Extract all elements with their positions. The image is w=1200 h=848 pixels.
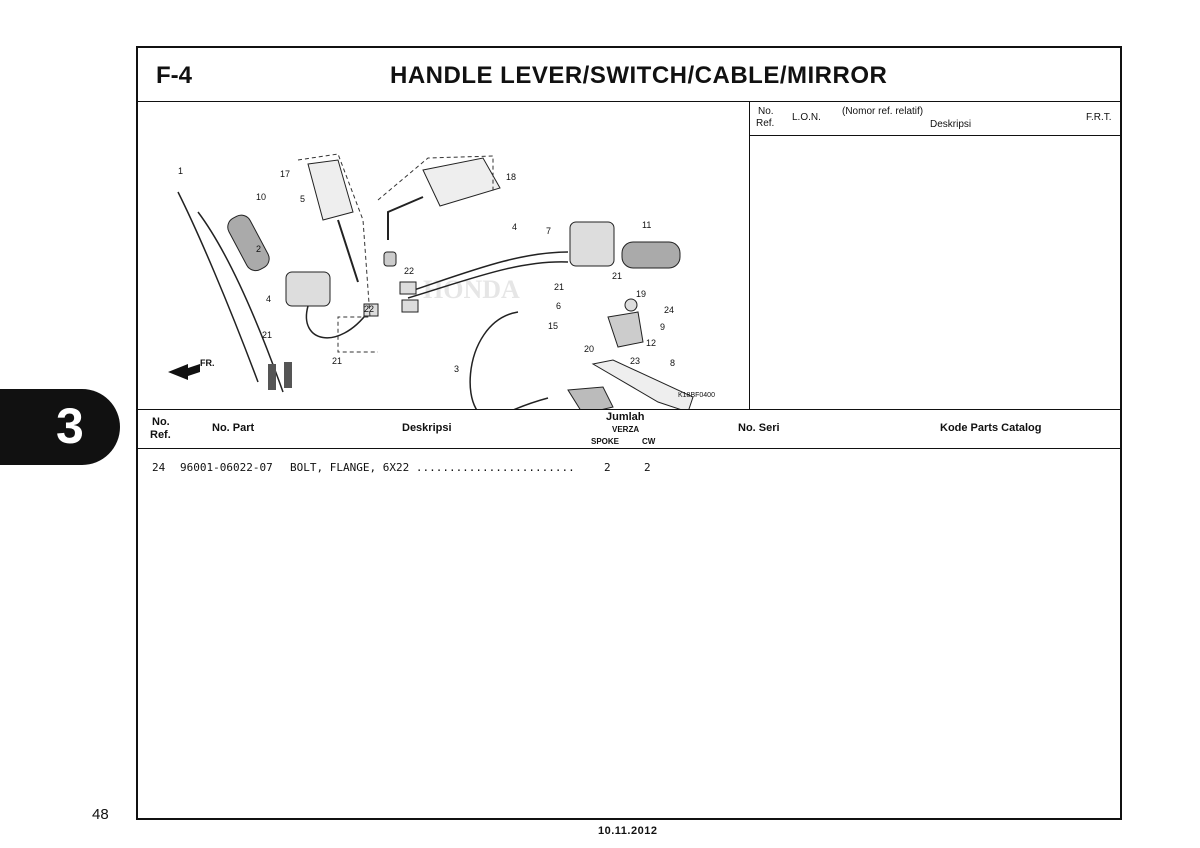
ref-deskripsi-label: Deskripsi: [930, 119, 972, 130]
callout-5: 5: [300, 194, 305, 204]
ref-frt-label: F.R.T.: [1086, 112, 1112, 123]
col-description: Deskripsi: [402, 422, 452, 434]
col-part-no: No. Part: [212, 422, 255, 434]
callout-21c: 21: [554, 282, 564, 292]
parts-diagram: HONDA: [138, 102, 750, 409]
col-spoke: SPOKE: [591, 437, 620, 446]
row-qty-cw: 2: [644, 461, 651, 474]
callout-numbers: 1 2 3 4 4 5 6 7 8 9 10 11 12 13 14 15 17…: [178, 166, 675, 374]
col-jumlah: Jumlah: [606, 411, 645, 423]
drawing-code: K18BF0400: [678, 392, 715, 399]
callout-23: 23: [630, 356, 640, 366]
callout-20: 20: [584, 344, 594, 354]
row-ref: 24: [152, 461, 166, 474]
callout-1: 1: [178, 166, 183, 176]
callout-8: 8: [670, 358, 675, 368]
callout-12: 12: [646, 338, 656, 348]
callout-21b: 21: [332, 356, 342, 366]
row-part-no: 96001-06022-07: [180, 461, 273, 474]
page-title: HANDLE LEVER/SWITCH/CABLE/MIRROR: [390, 62, 888, 89]
publication-date: 10.11.2012: [598, 825, 658, 837]
callout-18: 18: [506, 172, 516, 182]
ref-no-label: No.: [758, 106, 774, 117]
callout-22a: 22: [364, 304, 374, 314]
callout-22b: 22: [404, 266, 414, 276]
ref-nomor-label: (Nomor ref. relatif): [842, 106, 924, 117]
section-code: F-4: [156, 62, 192, 89]
callout-3: 3: [454, 364, 459, 374]
callout-19: 19: [636, 289, 646, 299]
ref-lon-label: L.O.N.: [792, 112, 821, 123]
front-direction-label: FR.: [200, 358, 215, 368]
callout-9: 9: [660, 322, 665, 332]
row-description: BOLT, FLANGE, 6X22 .....................…: [290, 461, 575, 474]
callout-17: 17: [280, 169, 290, 179]
row-qty-spoke: 2: [604, 461, 611, 474]
callout-4b: 4: [266, 294, 271, 304]
callout-7: 7: [546, 226, 551, 236]
callout-21a: 21: [262, 330, 272, 340]
col-serial-no: No. Seri: [738, 422, 780, 434]
page-header: F-4 HANDLE LEVER/SWITCH/CABLE/MIRROR: [138, 48, 1120, 102]
callout-6: 6: [556, 301, 561, 311]
col-verza: VERZA: [612, 425, 640, 434]
parts-table-header: No. Ref. No. Part Deskripsi Jumlah VERZA…: [138, 409, 1120, 449]
callout-15: 15: [548, 321, 558, 331]
reference-body: [750, 136, 1122, 409]
callout-2: 2: [256, 244, 261, 254]
reference-header: No. Ref. L.O.N. (Nomor ref. relatif) Des…: [750, 102, 1122, 136]
callout-10: 10: [256, 192, 266, 202]
callout-21d: 21: [612, 271, 622, 281]
col-cw: CW: [642, 437, 656, 446]
chapter-tab: 3: [0, 389, 120, 465]
ref-ref-label: Ref.: [756, 118, 775, 129]
callout-4: 4: [512, 222, 517, 232]
honda-watermark: HONDA: [423, 275, 520, 304]
callout-11: 11: [642, 220, 651, 230]
chapter-number: 3: [56, 398, 84, 454]
col-catalog-code: Kode Parts Catalog: [940, 422, 1042, 434]
exploded-view-drawing: HONDA: [168, 153, 715, 409]
page-frame: F-4 HANDLE LEVER/SWITCH/CABLE/MIRROR HON…: [136, 46, 1122, 820]
page-number: 48: [92, 806, 109, 823]
col-no: No.: [152, 416, 170, 428]
col-ref: Ref.: [150, 429, 171, 441]
callout-24: 24: [664, 305, 674, 315]
